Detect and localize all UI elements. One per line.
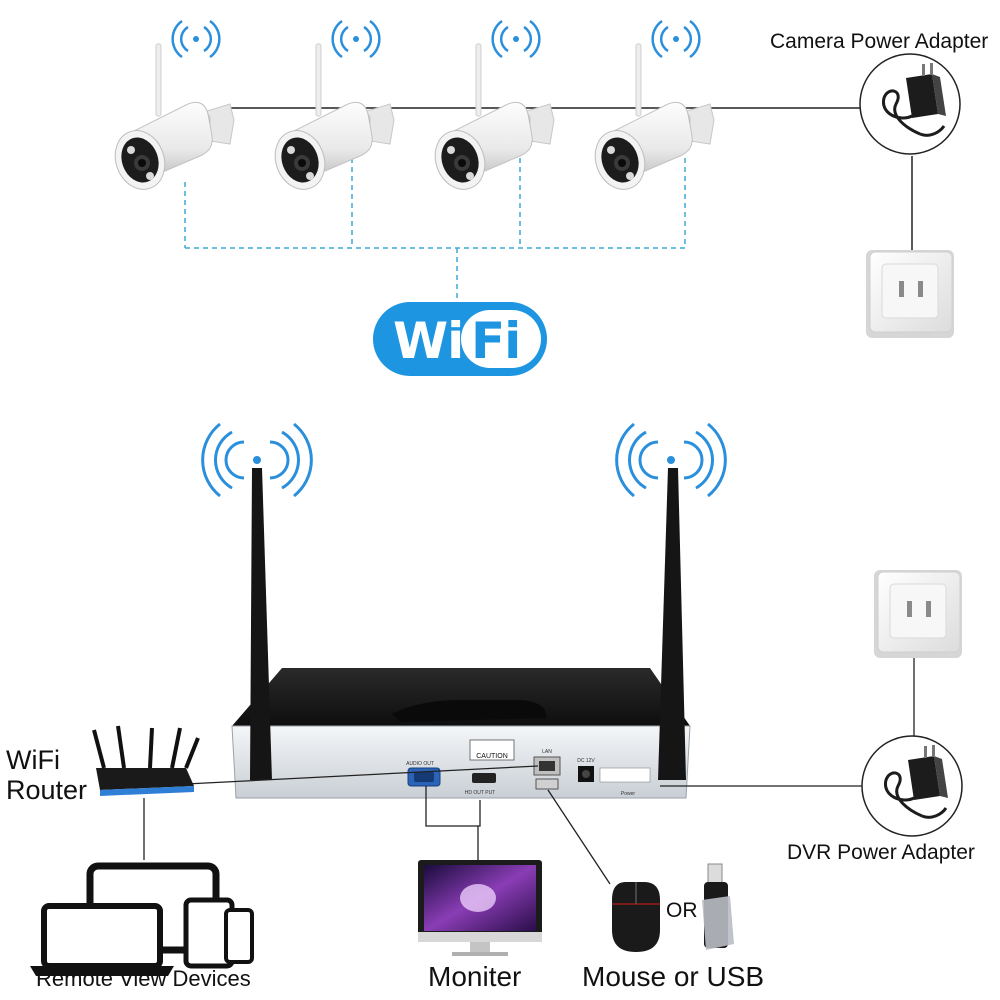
wall-socket-icon [873, 569, 963, 659]
camera-4 [586, 43, 715, 197]
wifi-logo-wi: Wi [393, 312, 464, 370]
wifi-signal-icon [491, 19, 541, 59]
hdmi-port [472, 773, 496, 783]
dc12v-text: DC 12V [577, 758, 595, 764]
wifi-logo: Wi Fi [373, 302, 547, 376]
sticker [599, 767, 651, 783]
dvr-front-panel [231, 725, 691, 799]
dvr-top [232, 668, 690, 726]
caution-label [469, 739, 515, 761]
wall-socket-icon [865, 249, 955, 339]
wifi-logo-fi: Fi [471, 312, 521, 370]
connection-lines [143, 656, 915, 885]
wifi-signal-icon [171, 19, 221, 59]
wifi-signal-icon [651, 19, 701, 59]
audio-out-text: AUDIO OUT [406, 761, 434, 767]
wifi-signal-icon [331, 19, 381, 59]
hd-out-text: HD OUT PUT [465, 790, 495, 796]
laptop-icon [30, 903, 174, 976]
dvr-antenna-right [658, 468, 686, 780]
camera-3 [426, 43, 555, 197]
dvr-antenna-left [250, 468, 272, 780]
monitor-icon [418, 860, 542, 956]
remote-view-devices-label: Remote View Devices [36, 966, 251, 991]
power-adapter-icon [860, 734, 964, 838]
power-text: Power [621, 791, 636, 797]
monitor-label: Moniter [428, 961, 522, 992]
usb-drive-icon [702, 863, 734, 950]
wifi-signal-icon [201, 422, 313, 498]
lan-text: LAN [542, 749, 552, 755]
wifi-logo-fi-box: Fi [461, 310, 541, 370]
router-icon [92, 725, 200, 796]
dvr-vent [392, 700, 547, 722]
camera-1 [106, 43, 235, 197]
or-label: OR [666, 899, 698, 922]
wifi-router-label: WiFi Router [6, 745, 88, 805]
mouse-icon [612, 882, 660, 952]
camera-power-adapter-label: Camera Power Adapter [770, 30, 989, 53]
wifi-signal-icon [615, 422, 727, 498]
caution-text: CAUTION [476, 753, 508, 760]
power-adapter-icon [858, 52, 962, 156]
wifi-dashed-links [184, 158, 686, 298]
camera-2 [266, 43, 395, 197]
phone-icon [224, 908, 254, 964]
usb-port [535, 778, 559, 790]
mouse-or-usb-label: Mouse or USB [582, 961, 765, 992]
dvr-power-adapter-label: DVR Power Adapter [787, 841, 975, 864]
